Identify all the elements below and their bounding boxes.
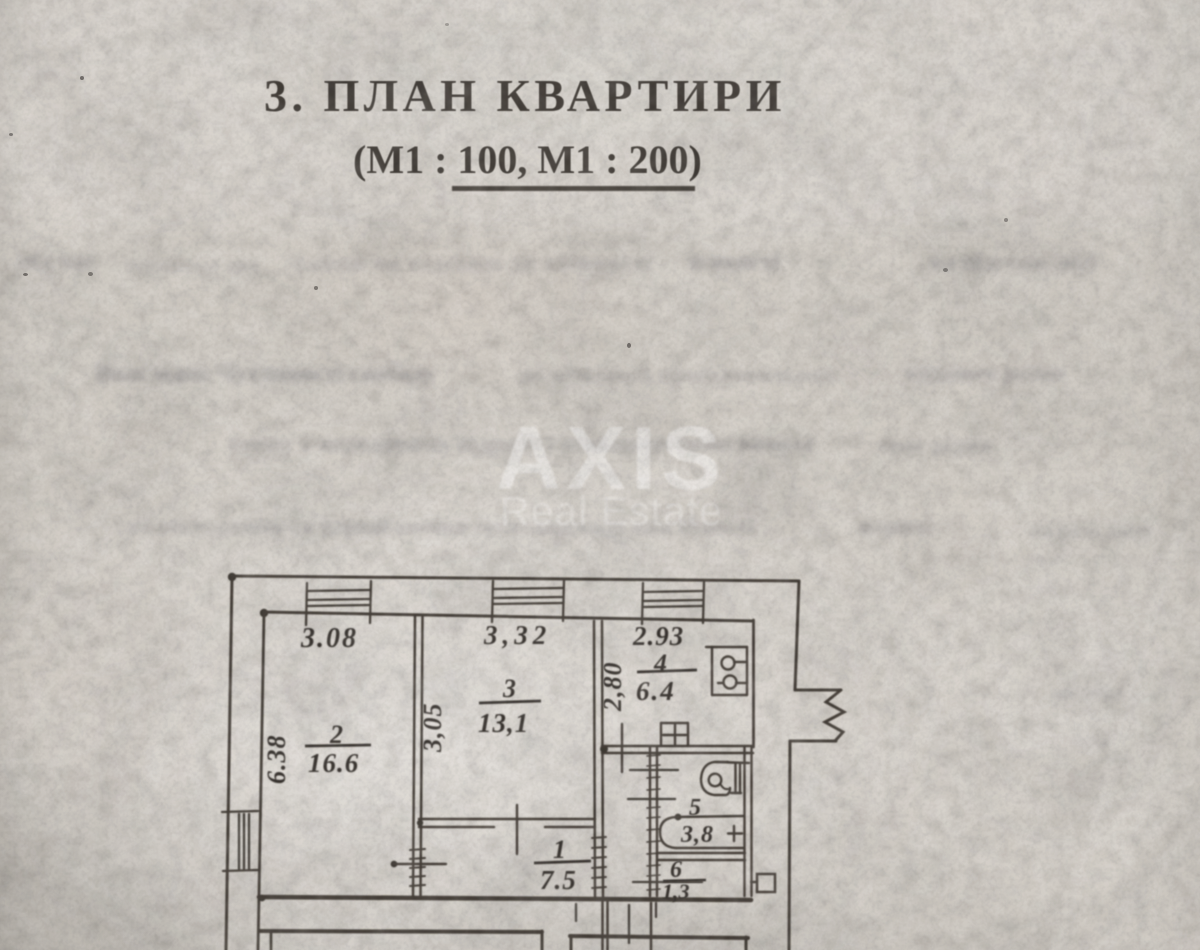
svg-text:5: 5 — [689, 795, 701, 821]
svg-text:7.5: 7.5 — [540, 865, 577, 895]
svg-text:2.93: 2.93 — [632, 621, 684, 651]
svg-text:3,05: 3,05 — [418, 703, 447, 754]
svg-text:13,1: 13,1 — [478, 708, 529, 738]
svg-text:1: 1 — [553, 835, 566, 864]
svg-text:3,32: 3,32 — [483, 620, 551, 650]
svg-text:3: 3 — [502, 674, 516, 703]
svg-text:3.08: 3.08 — [300, 623, 358, 654]
svg-text:1,3: 1,3 — [662, 879, 690, 904]
svg-text:2,80: 2,80 — [598, 662, 627, 713]
svg-text:3,8: 3,8 — [680, 822, 714, 848]
svg-text:6.4: 6.4 — [636, 676, 676, 706]
svg-text:6.38: 6.38 — [262, 735, 291, 785]
svg-text:16.6: 16.6 — [308, 748, 359, 778]
svg-text:4: 4 — [653, 649, 667, 678]
